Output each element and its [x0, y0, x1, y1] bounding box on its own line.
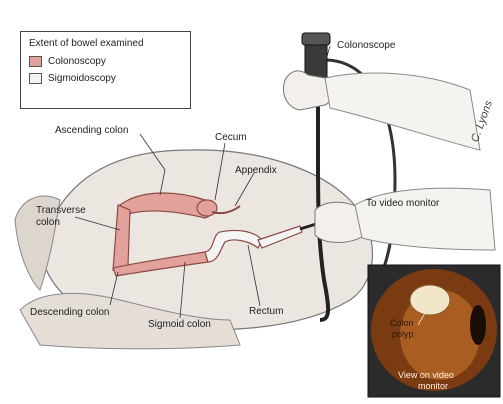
label-sigmoid-colon: Sigmoid colon — [148, 319, 211, 330]
legend-title: Extent of bowel examined — [29, 38, 182, 49]
label-ascending-colon: Ascending colon — [55, 125, 128, 136]
legend-item-colonoscopy: Colonoscopy — [29, 56, 182, 67]
label-appendix: Appendix — [235, 165, 277, 176]
label-to-video-monitor: To video monitor — [366, 198, 439, 209]
legend-item-sigmoidoscopy: Sigmoidoscopy — [29, 73, 182, 84]
legend: Extent of bowel examined Colonoscopy Sig… — [20, 31, 191, 109]
doctor-upper-arm — [325, 73, 480, 150]
colonoscope-head — [302, 33, 330, 45]
cecum — [197, 200, 217, 216]
sigmoidoscopy-swatch — [29, 73, 42, 84]
label-cecum: Cecum — [215, 132, 247, 143]
legend-label: Sigmoidoscopy — [48, 73, 116, 84]
label-colon-polyp-line1: Colon — [390, 318, 414, 329]
legend-label: Colonoscopy — [48, 56, 106, 67]
label-view-on-video-line1: View on video — [398, 370, 454, 381]
colon-lumen-dark — [470, 305, 486, 345]
label-descending-colon: Descending colon — [30, 307, 110, 318]
label-colonoscope: Colonoscope — [337, 40, 395, 51]
label-transverse-colon-line1: Transverse — [36, 205, 86, 216]
label-view-on-video-line2: monitor — [418, 381, 448, 392]
label-colon-polyp-line2: polyp — [392, 329, 414, 340]
label-transverse-colon-line2: colon — [36, 217, 60, 228]
label-rectum: Rectum — [249, 306, 283, 317]
colonoscopy-swatch — [29, 56, 42, 67]
colon-polyp — [410, 285, 450, 315]
